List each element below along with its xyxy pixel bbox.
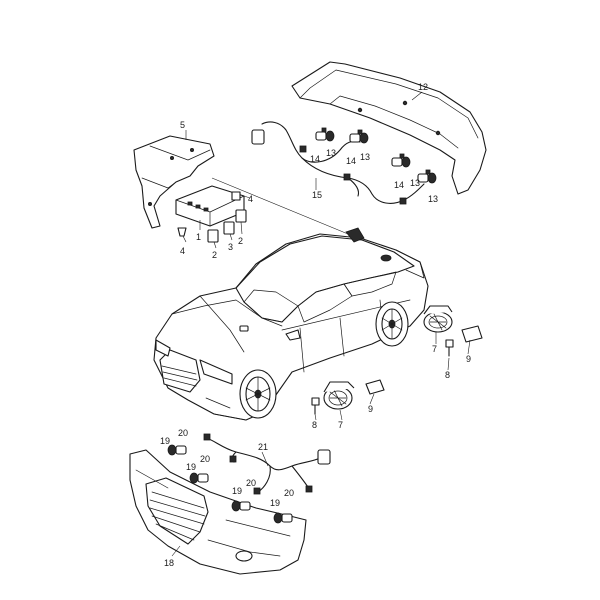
- rear-parking-sensors: [315, 127, 437, 184]
- connector-3: [223, 221, 235, 235]
- callout-7-rear: 7: [432, 344, 437, 354]
- sensor-front-4: [273, 512, 293, 524]
- callout-19-b: 19: [186, 462, 196, 472]
- buzzer-connector-front: [365, 379, 385, 395]
- warning-buzzer-front: [323, 381, 355, 410]
- callout-9-front: 9: [368, 404, 373, 414]
- callout-2-left: 2: [212, 250, 217, 260]
- sensor-rear-3: [391, 156, 411, 168]
- callout-13-a: 13: [326, 148, 336, 158]
- callout-20-c: 20: [246, 478, 256, 488]
- callout-19-c: 19: [232, 486, 242, 496]
- callout-1: 1: [196, 232, 201, 242]
- callout-13-c-left: 13: [410, 178, 420, 188]
- sensor-rear-1: [315, 130, 335, 142]
- sensor-front-3: [231, 500, 251, 512]
- front-parking-sensors: [167, 444, 293, 524]
- sensor-rear-2: [349, 132, 369, 144]
- callout-13-b: 13: [360, 152, 370, 162]
- connector-2a: [207, 229, 219, 243]
- callout-14-a: 14: [310, 154, 320, 164]
- callout-4-right: 4: [248, 194, 253, 204]
- front-bumper: [129, 449, 307, 575]
- connector-2b: [235, 209, 247, 223]
- callout-20-d: 20: [284, 488, 294, 498]
- callout-19-a: 19: [160, 436, 170, 446]
- callout-18: 18: [164, 558, 174, 568]
- control-unit-bracket: [133, 135, 215, 229]
- callout-labels: 5 12 4 1 4 2 3 2 14 13 14 13 14 13 13 15…: [160, 82, 471, 568]
- callout-20-a: 20: [178, 428, 188, 438]
- front-wiring-harness: [203, 433, 331, 495]
- harness-connector-front: [317, 449, 331, 465]
- buzzer-connector-rear: [461, 325, 483, 343]
- callout-8-rear: 8: [445, 370, 450, 380]
- callout-14-c: 14: [394, 180, 404, 190]
- callout-4-left: 4: [180, 246, 185, 256]
- callout-12: 12: [418, 82, 428, 92]
- leader-lines: [171, 91, 471, 557]
- callout-19-d: 19: [270, 498, 280, 508]
- callout-13-d: 13: [428, 194, 438, 204]
- bolt-rear: [445, 339, 454, 357]
- callout-3: 3: [228, 242, 233, 252]
- sensor-front-1: [167, 444, 187, 456]
- warning-buzzer-rear: [423, 305, 453, 333]
- clip-4a: [231, 191, 241, 201]
- clip-4b: [177, 227, 187, 237]
- callout-20-b: 20: [200, 454, 210, 464]
- bolt-front: [311, 397, 320, 415]
- callout-8-front: 8: [312, 420, 317, 430]
- callout-14-b: 14: [346, 156, 356, 166]
- callout-9-rear: 9: [466, 354, 471, 364]
- sensor-front-2: [189, 472, 209, 484]
- callout-5: 5: [180, 120, 185, 130]
- callout-2-right: 2: [238, 236, 243, 246]
- car-body: [153, 227, 429, 421]
- callout-7-front: 7: [338, 420, 343, 430]
- callout-15: 15: [312, 190, 322, 200]
- sensor-rear-4: [417, 172, 437, 184]
- rear-bumper: [291, 61, 487, 195]
- callout-21: 21: [258, 442, 268, 452]
- rear-wiring-harness: [251, 121, 425, 205]
- harness-connector: [251, 129, 265, 145]
